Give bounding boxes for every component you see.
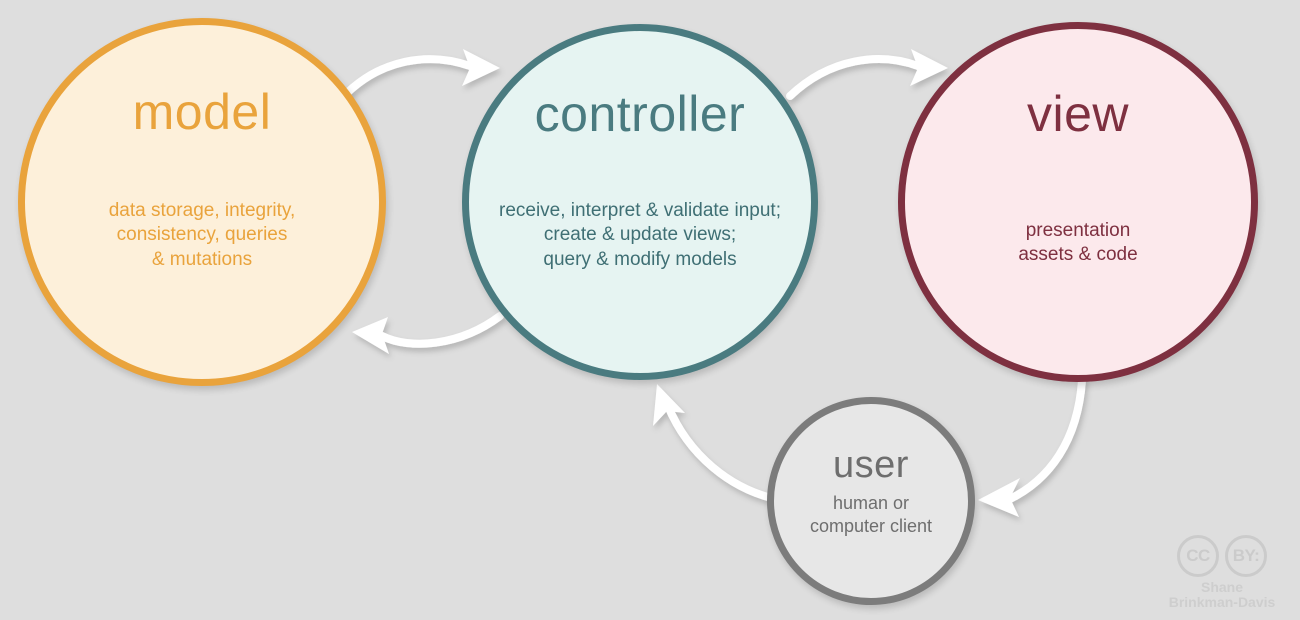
author-credit: Shane Brinkman-Davis bbox=[1158, 578, 1286, 610]
node-controller[interactable]: controller receive, interpret & validate… bbox=[462, 24, 818, 380]
creative-commons-badges: CC BY: bbox=[1158, 534, 1286, 577]
node-model[interactable]: model data storage, integrity, consisten… bbox=[18, 18, 386, 386]
author-first-name: Shane bbox=[1200, 578, 1243, 595]
arrow-model-to-controller bbox=[338, 49, 500, 102]
node-user-title: user bbox=[833, 444, 909, 486]
node-controller-title: controller bbox=[534, 86, 746, 142]
arrow-controller-to-view bbox=[786, 49, 948, 100]
node-view[interactable]: view presentation assets & code bbox=[898, 22, 1258, 382]
author-last-name: Brinkman-Davis bbox=[1168, 593, 1276, 610]
node-model-title: model bbox=[132, 84, 272, 140]
creative-commons-icon: CC bbox=[1177, 534, 1219, 577]
node-user[interactable]: user human or computer client bbox=[767, 397, 975, 605]
arrow-view-to-user bbox=[978, 376, 1086, 517]
attribution-by-icon: BY: bbox=[1225, 534, 1267, 577]
node-view-title: view bbox=[1026, 86, 1130, 142]
arrow-controller-to-model bbox=[352, 312, 504, 354]
node-user-description: human or computer client bbox=[809, 493, 933, 537]
node-model-description: data storage, integrity, consistency, qu… bbox=[108, 200, 296, 270]
arrow-user-to-controller bbox=[653, 384, 784, 504]
node-controller-description: receive, interpret & validate input; cre… bbox=[499, 200, 781, 270]
node-view-description: presentation assets & code bbox=[1018, 220, 1138, 266]
attribution-block: CC BY: Shane Brinkman-Davis bbox=[1158, 534, 1286, 610]
